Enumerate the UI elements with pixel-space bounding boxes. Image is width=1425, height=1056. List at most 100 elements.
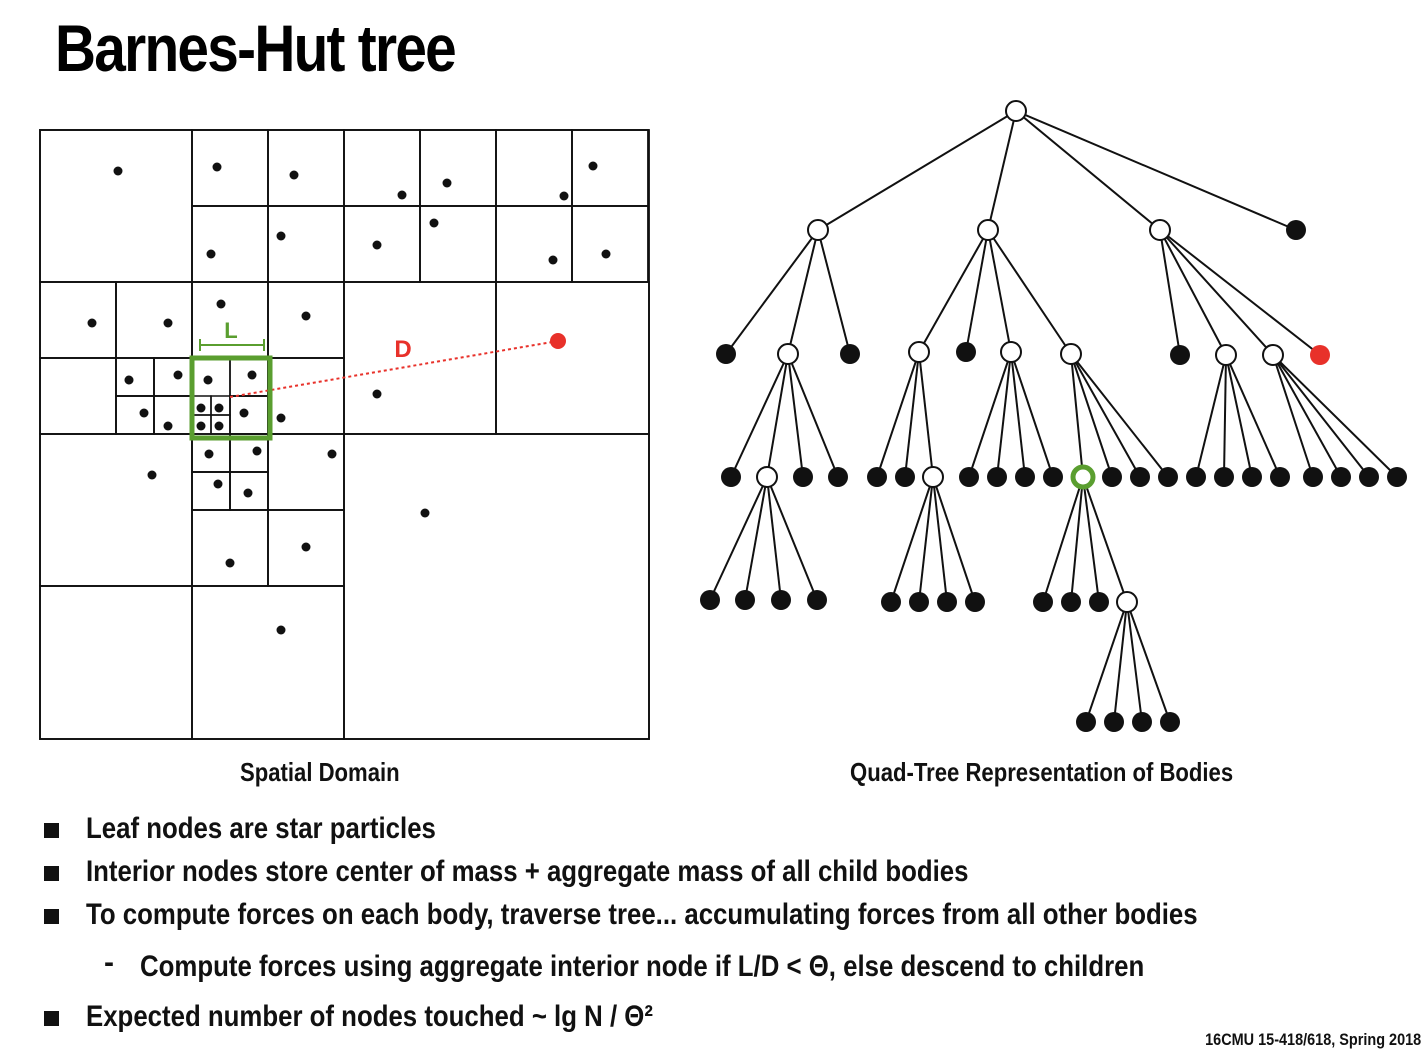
body-particle <box>203 375 213 385</box>
quadrant-cell <box>39 433 193 587</box>
tree-edge <box>987 110 1017 231</box>
leaf-node <box>959 467 979 487</box>
body-particle <box>239 408 249 418</box>
leaf-node <box>1359 467 1379 487</box>
leaf-node <box>937 592 957 612</box>
tree-edge <box>787 353 804 478</box>
tree-edge <box>918 351 934 478</box>
interior-node <box>977 219 999 241</box>
leaf-node <box>1331 467 1351 487</box>
tree-edge <box>918 476 934 603</box>
leaf-node <box>965 592 985 612</box>
highlighted-interior-node <box>1070 464 1096 490</box>
tree-edge <box>965 229 989 353</box>
leaf-node <box>1214 467 1234 487</box>
tree-edge <box>987 229 1012 353</box>
interior-node <box>807 219 829 241</box>
tree-edge <box>1223 354 1227 478</box>
tree-edge <box>1126 601 1143 723</box>
leaf-node <box>840 344 860 364</box>
leaf-node <box>1158 467 1178 487</box>
body-particle <box>196 403 206 413</box>
body-particle <box>147 470 157 480</box>
leaf-node <box>895 467 915 487</box>
body-particle <box>327 449 337 459</box>
leaf-node <box>1104 712 1124 732</box>
tree-edge <box>1010 351 1054 478</box>
bullet-marker <box>44 1011 59 1026</box>
tree-edge <box>1082 476 1100 603</box>
interior-node <box>1060 343 1082 365</box>
body-particle <box>243 488 253 498</box>
body-particle <box>276 231 286 241</box>
quadrant-cell <box>495 205 573 283</box>
bullet-leaf-nodes: Leaf nodes are star particles <box>86 812 436 845</box>
leaf-node <box>1186 467 1206 487</box>
quadrant-cell <box>153 357 193 397</box>
tree-edge <box>744 476 768 601</box>
tree-edge <box>817 229 851 355</box>
quadrant-cell <box>115 357 155 397</box>
body-particle <box>420 508 430 518</box>
leaf-node <box>1102 467 1122 487</box>
body-particle <box>139 408 149 418</box>
target-body <box>550 333 566 349</box>
bullet-marker <box>44 909 59 924</box>
tree-edge <box>968 351 1012 478</box>
tree-edge <box>709 476 768 601</box>
body-particle <box>397 190 407 200</box>
leaf-node <box>721 467 741 487</box>
leaf-node <box>1015 467 1035 487</box>
body-particle <box>214 421 224 431</box>
leaf-node <box>1130 467 1150 487</box>
body-particle <box>124 375 134 385</box>
tree-edge <box>1113 601 1128 723</box>
quadrant-cell <box>191 509 269 587</box>
body-particle <box>601 249 611 259</box>
leaf-node <box>1132 712 1152 732</box>
tree-edge <box>1272 354 1370 478</box>
quadrant-cell <box>39 281 117 359</box>
body-particle <box>87 318 97 328</box>
tree-edge <box>890 476 934 603</box>
body-particle <box>252 446 262 456</box>
tree-edge <box>1195 354 1227 478</box>
leaf-node <box>987 467 1007 487</box>
leaf-node <box>1170 345 1190 365</box>
tree-edge <box>766 476 818 601</box>
leaf-node <box>1242 467 1262 487</box>
body-particle <box>301 542 311 552</box>
body-particle <box>372 389 382 399</box>
quadrant-cell <box>495 281 650 435</box>
tree-edge <box>918 229 989 353</box>
body-particle <box>173 370 183 380</box>
quadrant-cell <box>210 414 231 435</box>
tree-edge <box>1082 476 1128 603</box>
body-particle <box>548 255 558 265</box>
body-particle <box>212 162 222 172</box>
quadrant-cell <box>343 281 497 435</box>
body-particle <box>204 449 214 459</box>
tree-edge <box>1159 229 1321 356</box>
tree-edge <box>730 353 789 478</box>
body-particle <box>429 218 439 228</box>
leaf-node <box>807 590 827 610</box>
slide-title: Barnes-Hut tree <box>55 11 457 85</box>
interior-node <box>1149 219 1171 241</box>
tree-edge <box>1070 353 1113 478</box>
bullet-marker <box>44 823 59 838</box>
tree-edge <box>1015 110 1161 231</box>
leaf-node <box>1033 592 1053 612</box>
tree-edge <box>1272 354 1342 478</box>
quadrant-cell <box>343 433 650 740</box>
tree-edge <box>1225 354 1281 478</box>
quadrant-cell <box>39 129 193 283</box>
body-particle <box>163 318 173 328</box>
quadrant-cell <box>39 357 117 435</box>
body-particle <box>559 191 569 201</box>
leaf-node <box>828 467 848 487</box>
spatial-domain-grid <box>39 129 650 740</box>
leaf-node <box>1387 467 1407 487</box>
leaf-node <box>771 590 791 610</box>
tree-edge <box>1225 354 1253 478</box>
